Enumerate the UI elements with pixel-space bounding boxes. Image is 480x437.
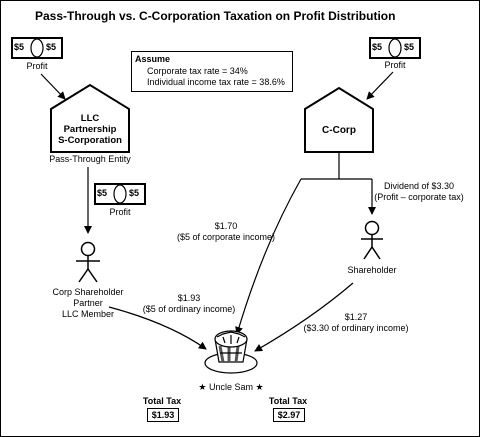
house-label-s-corp: S-Corporation <box>58 135 122 146</box>
arrow-corp-tax-to-uncle-sam <box>235 178 302 335</box>
bill-icon-left <box>11 37 63 59</box>
corporate-tax-basis: ($5 of corporate income) <box>176 232 276 242</box>
owner-label-shareholder: Corp Shareholder <box>52 287 124 297</box>
c-corp-total-value: $2.97 <box>273 408 305 422</box>
shareholder-tax-basis: ($3.30 of ordinary income) <box>303 323 409 333</box>
bill-amount-middle-a: $5 <box>97 188 108 198</box>
assumption-heading: Assume <box>135 54 171 64</box>
bill-icon-right <box>369 37 421 59</box>
pass-through-tax-amount: $1.93 <box>177 293 201 303</box>
arrow-owner-tax-to-uncle-sam <box>108 306 207 350</box>
page-title: Pass-Through vs. C-Corporation Taxation … <box>35 9 396 23</box>
bill-amount-left-b: $5 <box>46 42 57 52</box>
pass-through-total-label: Total Tax <box>142 396 182 406</box>
pass-through-total-value: $1.93 <box>147 408 179 422</box>
profit-label-right: Profit <box>384 60 406 70</box>
profit-label-middle: Profit <box>109 207 131 217</box>
dividend-amount: Dividend of $3.30 <box>383 181 455 191</box>
bill-amount-left-a: $5 <box>14 42 25 52</box>
house-label-llc: LLC <box>80 113 100 124</box>
c-corp-house-icon <box>304 86 374 153</box>
bill-amount-middle-b: $5 <box>129 188 140 198</box>
shareholder-person-icon <box>361 220 383 260</box>
pass-through-house-icon <box>50 83 130 153</box>
bill-amount-right-b: $5 <box>404 42 415 52</box>
shareholder-tax-amount: $1.27 <box>344 312 368 322</box>
c-corp-total-label: Total Tax <box>268 396 308 406</box>
owner-label-llc-member: LLC Member <box>61 309 115 319</box>
assumption-individual-rate: Individual income tax rate = 38.6% <box>147 77 285 87</box>
uncle-sam-label: ★ Uncle Sam ★ <box>198 382 264 392</box>
arrow-right-profit-to-ccorp <box>366 71 394 100</box>
profit-label-left: Profit <box>26 61 48 71</box>
assumption-box <box>131 51 293 92</box>
arrow-left-profit-to-entity <box>40 73 66 100</box>
owner-label-partner: Partner <box>73 298 103 308</box>
house-label-partnership: Partnership <box>63 124 117 135</box>
owner-person-icon <box>76 241 100 283</box>
assumption-corporate-rate: Corporate tax rate = 34% <box>147 66 248 76</box>
dividend-basis: (Profit – corporate tax) <box>374 192 464 202</box>
shareholder-label: Shareholder <box>347 265 397 275</box>
pass-through-tax-basis: ($5 of ordinary income) <box>142 304 236 314</box>
pass-through-entity-caption: Pass-Through Entity <box>49 154 131 164</box>
c-corp-house-label: C-Corp <box>322 125 356 136</box>
bill-icon-middle <box>94 183 146 205</box>
bill-amount-right-a: $5 <box>372 42 383 52</box>
uncle-sam-hat-icon <box>204 330 258 374</box>
arrow-shareholder-tax-to-uncle-sam <box>254 282 354 352</box>
corporate-tax-amount: $1.70 <box>214 221 238 231</box>
